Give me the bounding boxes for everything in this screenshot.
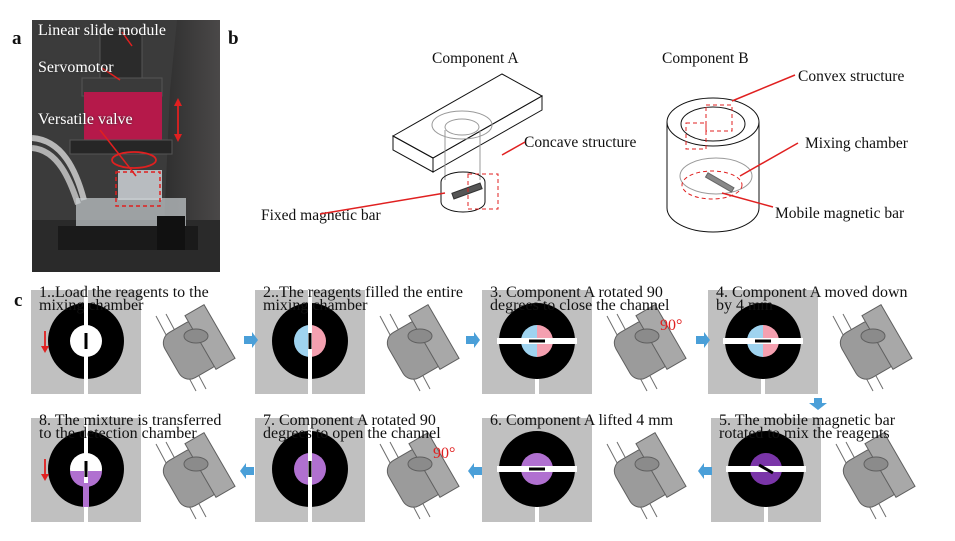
label-linear-slide-module: Linear slide module <box>38 22 166 39</box>
step-1: 1..Load the reagents to the mixing chamb… <box>31 284 241 398</box>
mixing-chamber-highlight <box>681 170 743 200</box>
convex-highlight-box-1 <box>685 122 707 150</box>
step-4: 4. Component A moved down by 4 mm <box>708 284 918 398</box>
step-2-line2: mixing chamber <box>263 297 368 314</box>
valve-3d-render <box>835 431 916 520</box>
step-4-line2: by 4 mm <box>716 297 773 314</box>
step-3: 90° 3. Component A rotated 90 degrees to… <box>482 284 692 398</box>
step-7: 90° 7. Component A rotated 90 degrees to… <box>255 412 465 526</box>
label-convex-structure: Convex structure <box>798 68 905 85</box>
panel-letter-b: b <box>228 28 239 49</box>
down-arrow-icon <box>41 331 49 353</box>
valve-3d-render <box>832 303 913 392</box>
servomotor-body <box>84 92 162 140</box>
flow-arrow-6-7 <box>468 463 482 479</box>
step-5-line2: rotated to mix the reagents <box>719 425 890 442</box>
flow-arrow-7-8 <box>240 463 254 479</box>
reagent-b <box>310 325 326 357</box>
panel-letter-a: a <box>12 28 22 49</box>
step-5-line1: 5. The mobile magnetic bar <box>719 412 896 429</box>
device-photo-illustration <box>32 20 220 272</box>
step-7-line2: degrees to open the channel <box>263 425 441 442</box>
outlet-channel <box>535 507 539 522</box>
component-a-title: Component A <box>432 50 519 67</box>
angle-label: 90° <box>433 445 455 462</box>
magnetic-bar <box>308 461 312 477</box>
linear-slide-module <box>99 29 143 79</box>
flow-arrow-4-5 <box>809 398 827 410</box>
label-concave-structure: Concave structure <box>524 134 637 151</box>
valve-3d-render <box>606 431 687 520</box>
label-servomotor: Servomotor <box>38 59 114 76</box>
convex-highlight-box-2 <box>705 104 733 132</box>
step-7-line1: 7. Component A rotated 90 <box>263 412 436 429</box>
down-arrow-icon <box>41 459 49 481</box>
angle-label: 90° <box>660 317 682 334</box>
valve-3d-render <box>606 303 687 392</box>
flow-arrow-2-3 <box>466 332 480 348</box>
valve-3d-render <box>379 303 460 392</box>
magnetic-bar <box>529 467 545 471</box>
step-4-line1: 4. Component A moved down <box>716 284 908 301</box>
fixed-magnetic-bar <box>451 182 483 200</box>
flow-arrow-5-6 <box>698 463 712 479</box>
outlet-channel <box>761 379 765 394</box>
step-8: 8. The mixture is transferred to the det… <box>31 412 241 526</box>
versatile-valve <box>118 170 162 200</box>
valve-highlight-box <box>115 171 161 207</box>
step-5: 5. The mobile magnetic bar rotated to mi… <box>711 412 921 526</box>
valve-3d-render <box>155 303 236 392</box>
draining-mixture <box>83 483 89 507</box>
concave-highlight-box <box>467 173 499 210</box>
component-b-title: Component B <box>662 50 749 67</box>
panel-b-annotation-arrows <box>319 74 799 215</box>
step-1-line1: 1..Load the reagents to the <box>39 284 209 301</box>
rotation-arrow <box>111 151 157 169</box>
label-mobile-magnetic-bar: Mobile magnetic bar <box>775 205 905 222</box>
magnetic-bar <box>84 461 88 477</box>
step-3-line2: degrees to close the channel <box>490 297 670 314</box>
step-8-line1: 8. The mixture is transferred <box>39 412 222 429</box>
step-1-line2: mixing chamber <box>39 297 144 314</box>
label-versatile-valve: Versatile valve <box>38 111 133 128</box>
step-6: 6. Component A lifted 4 mm <box>482 412 692 526</box>
component-a-drawing <box>391 73 544 213</box>
outlet-channel <box>764 507 768 522</box>
step-6-line1: 6. Component A lifted 4 mm <box>490 412 674 429</box>
valve-3d-render <box>379 431 460 520</box>
step-3-line1: 3. Component A rotated 90 <box>490 284 663 301</box>
label-mixing-chamber: Mixing chamber <box>805 135 908 152</box>
panel-letter-c: c <box>14 290 23 311</box>
reagent-a <box>294 325 310 357</box>
outlet-channel <box>535 379 539 394</box>
step-8-line2: to the detection chamber <box>39 425 197 442</box>
step-2: 2..The reagents filled the entire mixing… <box>255 284 465 398</box>
mobile-magnetic-bar <box>704 172 735 193</box>
magnetic-bar <box>755 339 771 343</box>
magnetic-bar <box>758 463 774 475</box>
magnetic-bar <box>529 339 545 343</box>
component-b-drawing <box>666 97 760 233</box>
step-2-line1: 2..The reagents filled the entire <box>263 284 463 301</box>
valve-3d-render <box>155 431 236 520</box>
label-fixed-magnetic-bar: Fixed magnetic bar <box>261 207 381 224</box>
magnetic-bar <box>308 333 312 349</box>
component-drawings <box>319 73 799 233</box>
device-photo: Linear slide module Servomotor Versatile… <box>32 20 220 272</box>
magnetic-bar <box>84 333 88 349</box>
